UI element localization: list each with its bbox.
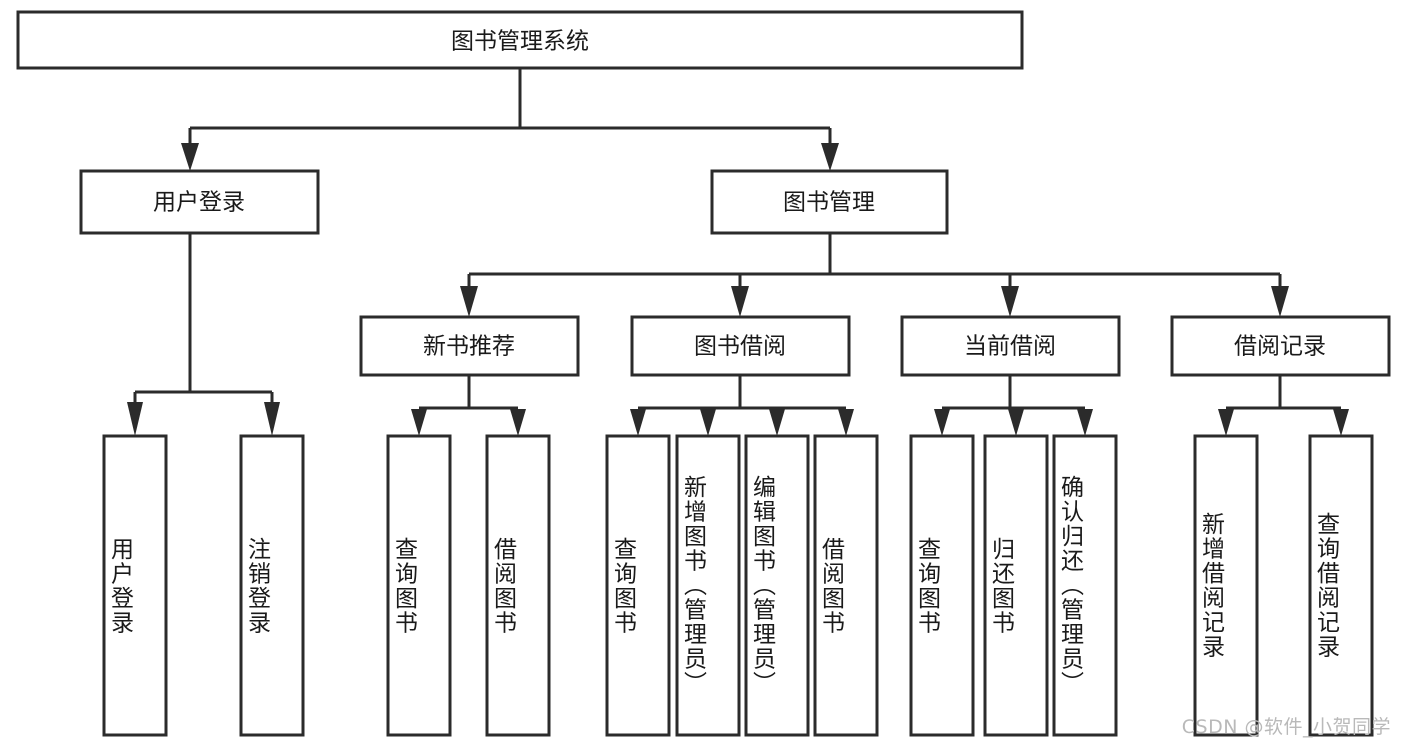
arrowhead-icon-leaf-confirm-return bbox=[1077, 409, 1093, 436]
leaf-borrow-book-2-box bbox=[813, 434, 879, 737]
arrowhead-icon-leaf-add-record bbox=[1218, 409, 1234, 436]
node-book-manage-box bbox=[710, 169, 949, 235]
leaf-user-login-box bbox=[102, 434, 168, 737]
leaf-confirm-return-box bbox=[1052, 434, 1118, 737]
leaf-user-logout[interactable]: 注销登录 bbox=[239, 434, 305, 737]
node-new-book-recommend-box bbox=[359, 315, 580, 377]
leaf-add-book[interactable]: 新增图书（管理员） bbox=[675, 434, 741, 737]
node-borrow-record-box bbox=[1170, 315, 1391, 377]
leaf-query-book-1[interactable]: 查询图书 bbox=[386, 434, 452, 737]
node-current-borrow[interactable]: 当前借阅 bbox=[900, 315, 1121, 377]
leaf-query-book-2[interactable]: 查询图书 bbox=[605, 434, 671, 737]
arrowhead-icon-leaf-add-book bbox=[700, 409, 716, 436]
connector-group-book-manage bbox=[460, 233, 1289, 317]
arrowhead-icon-leaf-query-record bbox=[1333, 409, 1349, 436]
arrowhead-icon-leaf-borrow-book-1 bbox=[510, 409, 526, 436]
arrowhead-icon-user-login bbox=[181, 143, 199, 171]
node-user-login-box bbox=[79, 169, 320, 235]
node-user-login[interactable]: 用户登录 bbox=[79, 169, 320, 235]
arrowhead-icon-leaf-query-book-3 bbox=[934, 409, 950, 436]
leaf-edit-book-label: 编辑图书（管理员） bbox=[748, 475, 775, 696]
leaf-query-book-1-label: 查询图书 bbox=[390, 536, 417, 635]
node-user-login-label: 用户登录 bbox=[153, 190, 245, 216]
leaf-return-book-box bbox=[983, 434, 1049, 737]
node-new-book-recommend[interactable]: 新书推荐 bbox=[359, 315, 580, 377]
leaf-add-record-box bbox=[1193, 434, 1259, 737]
leaf-add-record-label: 新增借阅记录 bbox=[1197, 512, 1224, 659]
leaf-query-book-1-box bbox=[386, 434, 452, 737]
arrowhead-icon-book-borrow bbox=[731, 286, 749, 317]
connector-group-root bbox=[181, 68, 839, 171]
leaf-query-book-2-box bbox=[605, 434, 671, 737]
arrowhead-icon-leaf-edit-book bbox=[769, 409, 785, 436]
node-root[interactable]: 图书管理系统 bbox=[16, 10, 1024, 70]
leaf-add-record[interactable]: 新增借阅记录 bbox=[1193, 434, 1259, 737]
arrowhead-icon-new-book-recommend bbox=[460, 286, 478, 317]
leaf-user-logout-box bbox=[239, 434, 305, 737]
leaf-borrow-book-1[interactable]: 借阅图书 bbox=[485, 434, 551, 737]
arrowhead-icon-current-borrow bbox=[1001, 286, 1019, 317]
arrowhead-icon-leaf-query-book-1 bbox=[411, 409, 427, 436]
node-borrow-record[interactable]: 借阅记录 bbox=[1170, 315, 1391, 377]
leaf-confirm-return[interactable]: 确认归还（管理员） bbox=[1052, 434, 1118, 737]
leaf-add-book-box bbox=[675, 434, 741, 737]
connector-group-user-login bbox=[127, 233, 280, 436]
arrowhead-icon-leaf-query-book-2 bbox=[630, 409, 646, 436]
node-new-book-recommend-label: 新书推荐 bbox=[423, 334, 515, 360]
leaf-query-book-3-box bbox=[909, 434, 975, 737]
leaf-return-book[interactable]: 归还图书 bbox=[983, 434, 1049, 737]
node-book-manage-label: 图书管理 bbox=[783, 190, 875, 216]
connector-group-borrow-record bbox=[1218, 375, 1349, 436]
leaf-query-book-3-label: 查询图书 bbox=[913, 536, 940, 635]
node-book-borrow-label: 图书借阅 bbox=[694, 334, 786, 360]
arrowhead-icon-leaf-return-book bbox=[1008, 409, 1024, 436]
node-current-borrow-box bbox=[900, 315, 1121, 377]
node-current-borrow-label: 当前借阅 bbox=[964, 334, 1056, 360]
leaf-return-book-label: 归还图书 bbox=[987, 536, 1014, 635]
arrowhead-icon-book-manage bbox=[821, 143, 839, 171]
leaf-confirm-return-label: 确认归还（管理员） bbox=[1056, 475, 1083, 696]
leaf-borrow-book-2[interactable]: 借阅图书 bbox=[813, 434, 879, 737]
leaf-add-book-label: 新增图书（管理员） bbox=[679, 475, 706, 696]
leaf-user-login[interactable]: 用户登录 bbox=[102, 434, 168, 737]
leaf-user-login-label: 用户登录 bbox=[106, 536, 133, 635]
leaf-user-logout-label: 注销登录 bbox=[243, 536, 270, 635]
leaf-edit-book-box bbox=[744, 434, 810, 737]
connector-group-book-borrow bbox=[630, 375, 854, 436]
node-root-box bbox=[16, 10, 1024, 70]
leaf-borrow-book-2-label: 借阅图书 bbox=[817, 536, 844, 635]
leaf-query-record-box bbox=[1308, 434, 1374, 737]
leaf-query-book-3[interactable]: 查询图书 bbox=[909, 434, 975, 737]
arrowhead-icon-leaf-user-login bbox=[127, 402, 143, 436]
node-root-label: 图书管理系统 bbox=[451, 29, 589, 55]
leaf-query-book-2-label: 查询图书 bbox=[609, 536, 636, 635]
leaf-query-record[interactable]: 查询借阅记录 bbox=[1308, 434, 1374, 737]
connector-group-new-book-recommend bbox=[411, 375, 526, 436]
node-book-borrow-box bbox=[630, 315, 851, 377]
node-book-borrow[interactable]: 图书借阅 bbox=[630, 315, 851, 377]
arrowhead-icon-leaf-borrow-book-2 bbox=[838, 409, 854, 436]
node-book-manage[interactable]: 图书管理 bbox=[710, 169, 949, 235]
arrowhead-icon-leaf-user-logout bbox=[264, 402, 280, 436]
arrowhead-icon-borrow-record bbox=[1271, 286, 1289, 317]
leaf-borrow-book-1-label: 借阅图书 bbox=[489, 536, 516, 635]
leaf-borrow-book-1-box bbox=[485, 434, 551, 737]
leaf-query-record-label: 查询借阅记录 bbox=[1312, 512, 1339, 659]
leaf-edit-book[interactable]: 编辑图书（管理员） bbox=[744, 434, 810, 737]
node-borrow-record-label: 借阅记录 bbox=[1234, 334, 1326, 360]
connector-group-current-borrow bbox=[934, 375, 1093, 436]
